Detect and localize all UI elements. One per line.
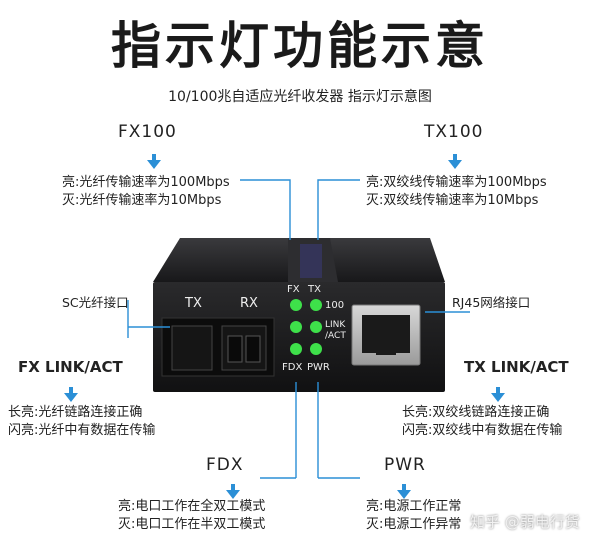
page-subtitle: 10/100兆自适应光纤收发器 指示灯示意图 — [168, 89, 432, 105]
fdx-desc-on: 亮:电口工作在全双工模式 — [118, 499, 266, 514]
led-fdx — [290, 343, 302, 355]
fx-link-desc-blink: 闪亮:光纤中有数据在传输 — [8, 423, 156, 438]
rj45-port-tab — [376, 345, 396, 355]
page-title: 指示灯功能示意 — [111, 17, 489, 75]
leader-tx100 — [317, 179, 360, 240]
led-100-label: 100 — [325, 300, 345, 311]
fx100-desc-off: 灭:光纤传输速率为10Mbps — [62, 193, 222, 208]
sc-port-label: SC光纤接口 — [62, 295, 129, 310]
watermark: 知乎 @弱电行货 — [470, 513, 580, 531]
led-link-label: LINK — [325, 320, 346, 330]
fdx-desc-off: 灭:电口工作在半双工模式 — [118, 517, 266, 532]
led-fx-link — [290, 321, 302, 333]
led-pwr — [310, 343, 322, 355]
led-pwr-label: PWR — [307, 362, 330, 373]
led-tx — [310, 299, 322, 311]
tx-link-desc-blink: 闪亮:双绞线中有数据在传输 — [402, 423, 563, 438]
fdx-heading: FDX — [206, 455, 244, 475]
fx-link-arrow-icon — [64, 387, 78, 402]
pwr-arrow-icon — [397, 484, 411, 499]
device-rx-label: RX — [240, 296, 258, 311]
led-tx-link — [310, 321, 322, 333]
fx-link-desc-steady: 长亮:光纤链路连接正确 — [8, 405, 143, 420]
fx-link-heading: FX LINK/ACT — [18, 358, 123, 376]
tx-link-desc-steady: 长亮:双绞线链路连接正确 — [402, 405, 550, 420]
fdx-arrow-icon — [226, 484, 240, 499]
device-tx-label: TX — [185, 296, 202, 311]
rj45-port-label: RJ45网络接口 — [452, 295, 531, 310]
tx100-heading: TX100 — [424, 122, 484, 142]
sc-port-rx-core-2 — [245, 335, 261, 363]
sc-port-tx-slot — [171, 325, 213, 371]
tx-link-heading: TX LINK/ACT — [464, 358, 569, 376]
tx100-arrow-icon — [448, 154, 462, 169]
sc-port-rx-core-1 — [227, 335, 243, 363]
led-act-label: /ACT — [325, 331, 346, 341]
pwr-desc-off: 灭:电源工作异常 — [366, 517, 462, 532]
fx100-heading: FX100 — [118, 122, 177, 142]
fx100-desc-on: 亮:光纤传输速率为100Mbps — [62, 175, 230, 190]
tx100-desc-on: 亮:双绞线传输速率为100Mbps — [366, 175, 547, 190]
leader-fx100 — [240, 179, 291, 240]
tx-link-arrow-icon — [491, 387, 505, 402]
fx100-arrow-icon — [147, 154, 161, 169]
led-fx-label: FX — [287, 284, 300, 295]
led-fdx-label: FDX — [282, 362, 303, 373]
device-top-stripe-print — [300, 244, 322, 278]
pwr-desc-on: 亮:电源工作正常 — [366, 499, 462, 514]
led-fx — [290, 299, 302, 311]
tx100-desc-off: 灭:双绞线传输速率为10Mbps — [366, 193, 539, 208]
pwr-heading: PWR — [384, 455, 426, 475]
led-tx-label: TX — [308, 284, 321, 295]
